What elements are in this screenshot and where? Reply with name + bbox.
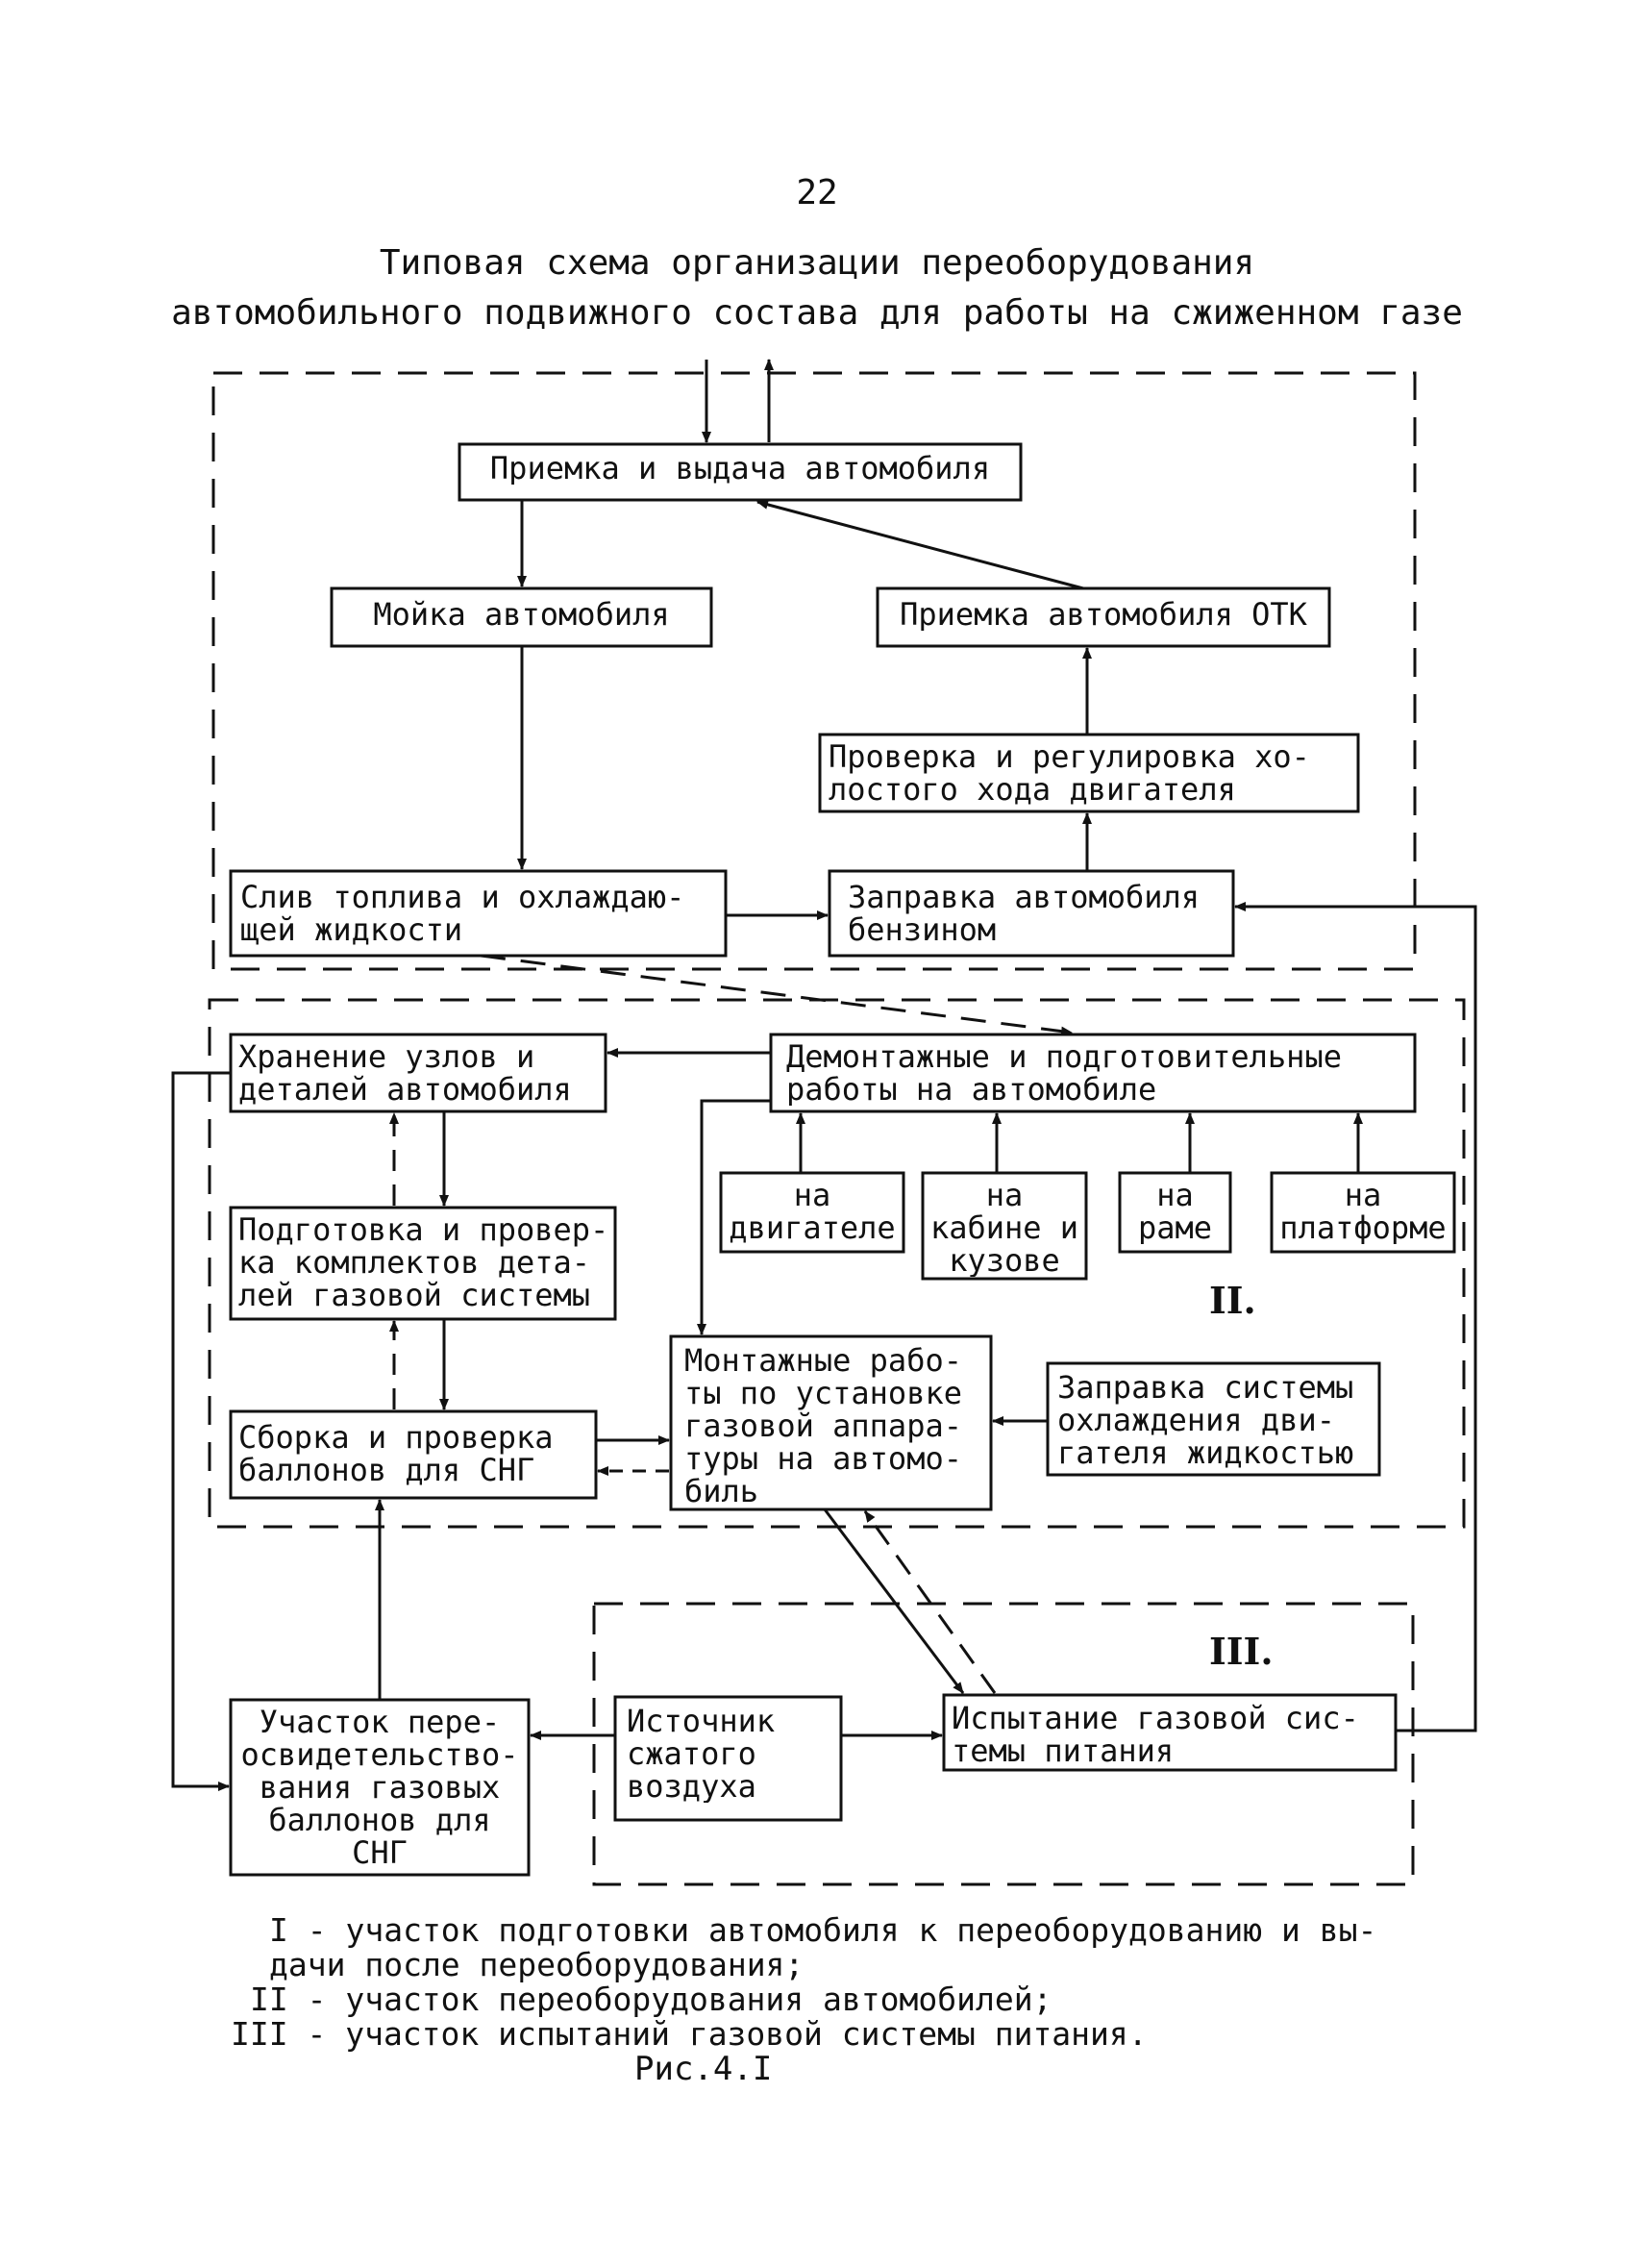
legend-line-4: III - участок испытаний газовой системы … bbox=[231, 2015, 1148, 2053]
label-demontazh-line-2: работы на автомобиле bbox=[786, 1071, 1157, 1106]
arrow-sliv-to-demontazh-dashed bbox=[480, 954, 1073, 1036]
label-hranenie-line-1: Хранение узлов и bbox=[238, 1040, 535, 1075]
label-na-dvigatele-line-2: двигателе bbox=[729, 1209, 896, 1244]
label-demontazh: Демонтажные и подготовительные работы на… bbox=[786, 1040, 1411, 1106]
label-na-platforme-line-2: платформе bbox=[1279, 1209, 1447, 1244]
label-montazh-line-1: Монтажные рабо- bbox=[684, 1344, 962, 1379]
label-priemka-otk: Приемка автомобиля ОТК bbox=[900, 598, 1307, 631]
legend-line-1: I - участок подготовки автомобиля к пере… bbox=[269, 1911, 1377, 1949]
label-proverka-line-2: лостого хода двигателя bbox=[829, 771, 1236, 806]
label-demontazh-line-1: Демонтажные и подготовительные bbox=[786, 1040, 1342, 1075]
label-moyka: Мойка автомобиля bbox=[373, 598, 670, 631]
label-na-dvigatele: на двигателе bbox=[723, 1179, 902, 1244]
box-ispytanie bbox=[942, 1693, 1398, 1772]
label-na-platforme: на платформе bbox=[1274, 1179, 1452, 1244]
box-zapravka-benzin bbox=[828, 869, 1235, 958]
box-demontazh bbox=[769, 1033, 1417, 1113]
label-zapravka-benzin-line-1: Заправка автомобиля bbox=[848, 881, 1201, 915]
box-podgotovka bbox=[229, 1206, 617, 1321]
label-uchastok-line-3: вания газовых bbox=[259, 1769, 501, 1806]
label-podgotovka-line-3: лей газовой системы bbox=[238, 1277, 591, 1311]
label-priemka-vydacha: Приемка и выдача автомобиля bbox=[489, 452, 991, 485]
page-number: 22 bbox=[796, 173, 838, 212]
label-uchastok-line-1: Участок пере- bbox=[259, 1706, 501, 1740]
label-montazh-line-3: газовой аппара- bbox=[684, 1408, 962, 1444]
figure-caption: Рис.4.I bbox=[634, 2050, 773, 2088]
label-proverka-line-1: Проверка и регулировка хо- bbox=[829, 740, 1310, 775]
arrow-hranenie-to-uchastok bbox=[171, 1071, 231, 1791]
label-hranenie-line-2: деталей автомобиля bbox=[238, 1071, 572, 1106]
label-zapravka-sistemy-line-1: Заправка системы bbox=[1057, 1371, 1354, 1406]
zone-2-label: II. bbox=[1209, 1279, 1256, 1322]
box-na-platforme bbox=[1270, 1171, 1456, 1254]
box-na-dvigatele bbox=[719, 1171, 905, 1254]
arrow-ispytanie-to-montazh-dashed bbox=[863, 1510, 997, 1694]
zone-1-border bbox=[211, 371, 1417, 971]
label-sliv-line-2: щей жидкости bbox=[240, 911, 463, 946]
label-podgotovka-line-2: ка комплектов дета- bbox=[238, 1244, 591, 1281]
box-na-rame bbox=[1118, 1171, 1232, 1254]
box-istochnik bbox=[613, 1695, 843, 1822]
label-montazh-line-5: биль bbox=[684, 1473, 759, 1508]
label-podgotovka-line-1: Подготовка и провер- bbox=[238, 1213, 609, 1248]
label-sborka: Сборка и проверка баллонов для СНГ bbox=[238, 1421, 594, 1486]
label-na-kabine-line-2: кабине и bbox=[929, 1209, 1079, 1246]
box-zapravka-sistemy bbox=[1046, 1361, 1381, 1477]
box-montazh bbox=[669, 1334, 993, 1511]
legend: I - участок подготовки автомобиля к пере… bbox=[231, 1913, 1480, 2052]
label-montazh-line-2: ты по установке bbox=[684, 1375, 962, 1411]
label-montazh-line-4: туры на автомо- bbox=[684, 1440, 962, 1477]
arrow-demontazh-to-montazh bbox=[697, 1099, 771, 1335]
label-sliv: Слив топлива и охлаждаю- щей жидкости bbox=[240, 881, 721, 946]
label-uchastok-line-5: СНГ bbox=[352, 1834, 408, 1869]
label-na-dvigatele-line-1: на bbox=[793, 1179, 831, 1213]
label-zapravka-sistemy: Заправка системы охлаждения дви- гателя … bbox=[1057, 1371, 1376, 1469]
label-na-kabine: на кабине и кузове bbox=[925, 1179, 1084, 1277]
arrow-otk-to-priemka bbox=[756, 499, 1084, 590]
label-hranenie: Хранение узлов и деталей автомобиля bbox=[238, 1040, 602, 1106]
label-sliv-line-1: Слив топлива и охлаждаю- bbox=[240, 881, 685, 915]
label-na-rame: на раме bbox=[1122, 1179, 1228, 1244]
label-ispytanie: Испытание газовой сис- темы питания bbox=[952, 1702, 1392, 1767]
box-sliv bbox=[229, 869, 728, 958]
arrow-montazh-to-ispytanie bbox=[823, 1508, 965, 1694]
label-na-rame-line-2: раме bbox=[1137, 1209, 1213, 1244]
label-zapravka-sistemy-line-3: гателя жидкостью bbox=[1057, 1434, 1354, 1469]
zone-3-border bbox=[592, 1602, 1415, 1886]
label-ispytanie-line-2: темы питания bbox=[952, 1732, 1175, 1767]
legend-line-3: II - участок переоборудования автомобиле… bbox=[250, 1981, 1052, 2018]
label-uchastok-line-4: баллонов для bbox=[268, 1802, 491, 1838]
label-istochnik: Источник сжатого воздуха bbox=[627, 1705, 838, 1803]
zone-3-label: III. bbox=[1209, 1630, 1274, 1673]
title-line-2: автомобильного подвижного состава для ра… bbox=[171, 293, 1463, 333]
label-istochnik-line-1: Источник bbox=[627, 1705, 776, 1739]
box-priemka-otk bbox=[876, 586, 1331, 648]
box-sborka bbox=[229, 1409, 598, 1500]
label-istochnik-line-3: воздуха bbox=[627, 1768, 756, 1803]
label-uchastok: Участок пере- освидетельство- вания газо… bbox=[233, 1706, 527, 1869]
label-zapravka-benzin: Заправка автомобиля бензином bbox=[848, 881, 1227, 946]
label-proverka: Проверка и регулировка хо- лостого хода … bbox=[829, 740, 1352, 806]
label-sborka-line-2: баллонов для СНГ bbox=[238, 1452, 535, 1486]
label-uchastok-line-2: освидетельство- bbox=[240, 1736, 519, 1773]
label-podgotovka: Подготовка и провер- ка комплектов дета-… bbox=[238, 1213, 613, 1311]
label-na-rame-line-1: на bbox=[1156, 1179, 1194, 1213]
title-line-1: Типовая схема организации переоборудован… bbox=[379, 243, 1255, 283]
label-zapravka-benzin-line-2: бензином bbox=[848, 911, 997, 946]
label-istochnik-line-2: сжатого bbox=[627, 1735, 756, 1772]
legend-line-2: дачи после переоборудования; bbox=[269, 1946, 805, 1983]
label-na-platforme-line-1: на bbox=[1344, 1179, 1382, 1213]
label-na-kabine-line-3: кузове bbox=[949, 1242, 1060, 1277]
diagram-title: Типовая схема организации переоборудован… bbox=[144, 238, 1490, 338]
label-montazh: Монтажные рабо- ты по установке газовой … bbox=[684, 1344, 988, 1508]
box-proverka bbox=[818, 733, 1360, 813]
label-ispytanie-line-1: Испытание газовой сис- bbox=[952, 1702, 1359, 1736]
arrow-ispytanie-to-zapravka bbox=[1234, 902, 1477, 1732]
label-zapravka-sistemy-line-2: охлаждения дви- bbox=[1057, 1402, 1335, 1438]
box-na-kabine bbox=[921, 1171, 1088, 1281]
box-priemka-vydacha bbox=[458, 442, 1023, 502]
label-na-kabine-line-1: на bbox=[985, 1179, 1024, 1213]
label-sborka-line-1: Сборка и проверка bbox=[238, 1421, 554, 1456]
